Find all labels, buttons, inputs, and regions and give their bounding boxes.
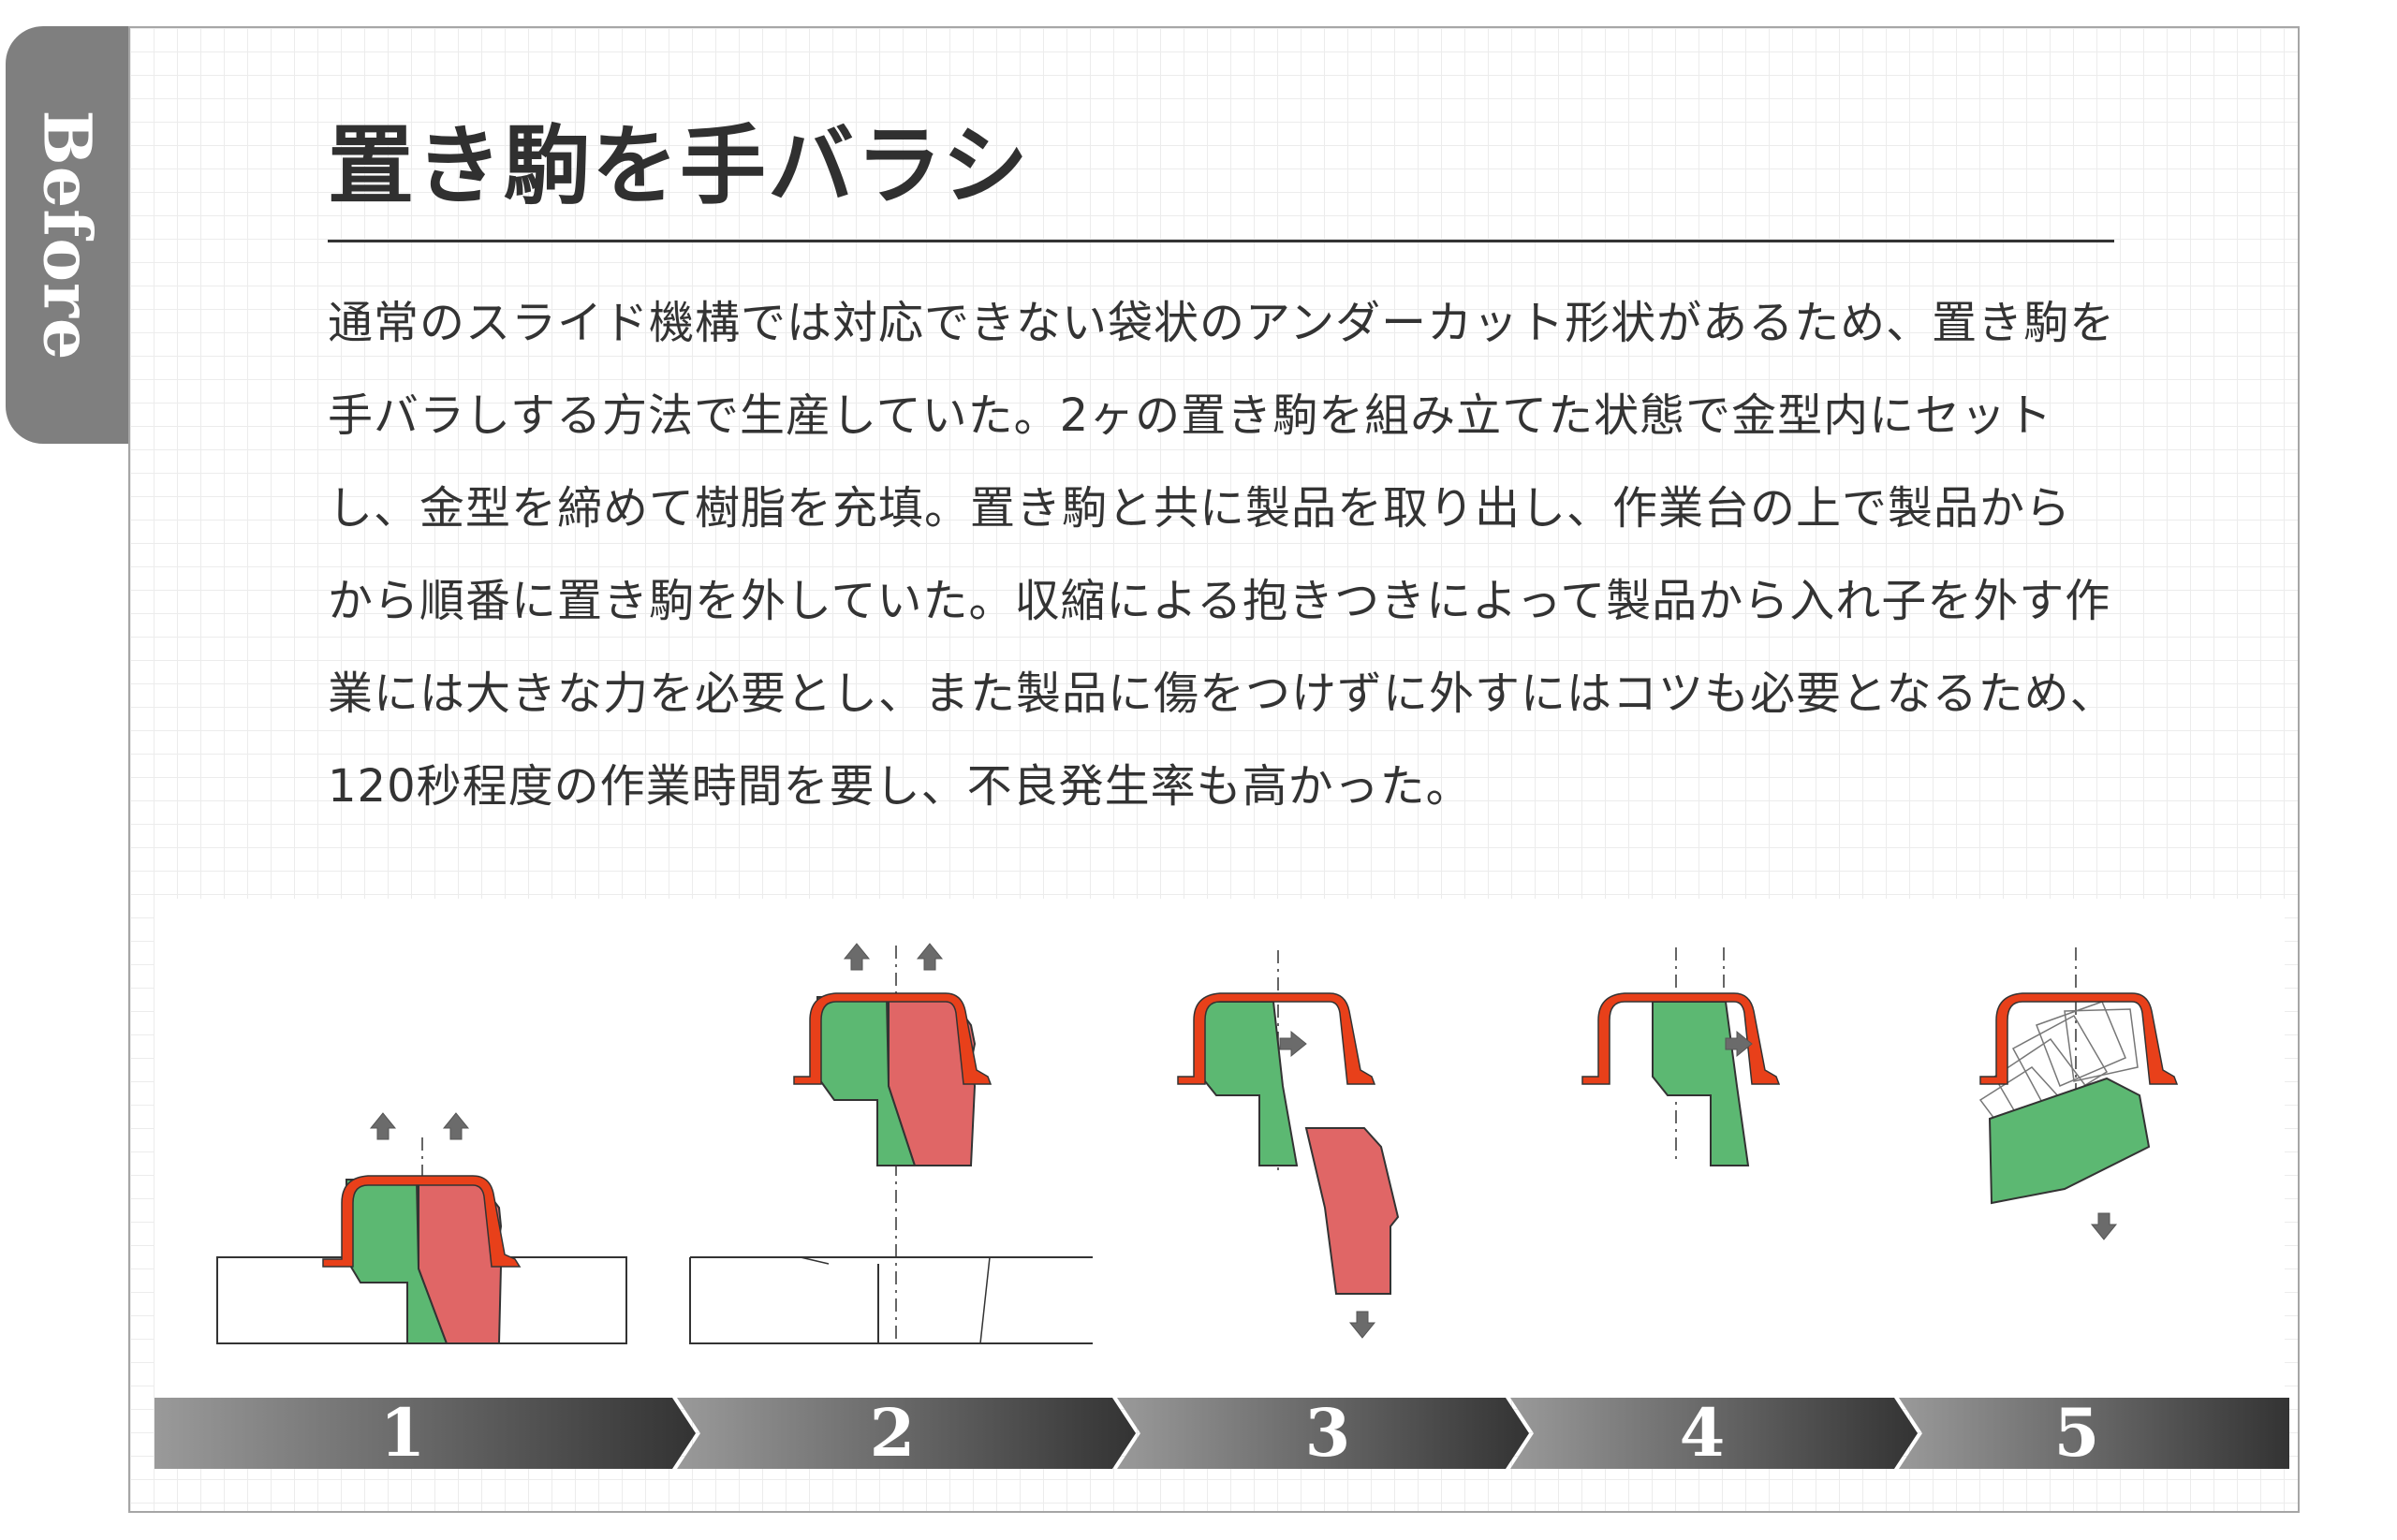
before-tab-label: Before: [28, 110, 107, 360]
step-bar-svg: [154, 1398, 2289, 1469]
step-number-3: 3: [1304, 1394, 1351, 1472]
step-number-4: 4: [1679, 1394, 1726, 1472]
step-2-chevron: [677, 1398, 1136, 1469]
step-2-arrow-up-right-icon: [917, 943, 943, 971]
title-divider: [328, 240, 2114, 242]
step-3-arrow-right-icon: [1279, 1031, 1307, 1057]
process-diagram: [154, 899, 2285, 1400]
step-2-illustration: [689, 943, 1093, 1344]
page-title: 置き駒を手バラシ: [328, 116, 1031, 216]
step-4-chevron: [1510, 1398, 1918, 1469]
step-3-arrow-down-icon: [1349, 1311, 1375, 1339]
step-5-chevron: [1899, 1398, 2289, 1469]
step-progress-bar: 1 2 3 4 5: [154, 1398, 2289, 1469]
before-tab: Before: [6, 26, 129, 444]
process-diagram-svg: [216, 943, 2179, 1344]
step-5-illustration: [1978, 947, 2179, 1240]
step-1-illustration: [216, 1112, 627, 1344]
step-1-chevron: [154, 1398, 696, 1469]
step-2-arrow-up-left-icon: [844, 943, 870, 971]
description-text: 通常のスライド機構では対応できない袋状のアンダーカット形状があるため、置き駒を手…: [328, 297, 2116, 813]
step-4-illustration: [1581, 947, 1781, 1166]
step-1-arrow-up-left-icon: [370, 1112, 396, 1140]
step-3-chevron: [1117, 1398, 1529, 1469]
step-1-arrow-up-right-icon: [443, 1112, 469, 1140]
step-3-illustration: [1177, 950, 1400, 1339]
step-number-1: 1: [379, 1394, 426, 1472]
step-number-5: 5: [2053, 1394, 2100, 1472]
step-number-2: 2: [869, 1394, 916, 1472]
step-5-arrow-down-icon: [2091, 1212, 2117, 1240]
